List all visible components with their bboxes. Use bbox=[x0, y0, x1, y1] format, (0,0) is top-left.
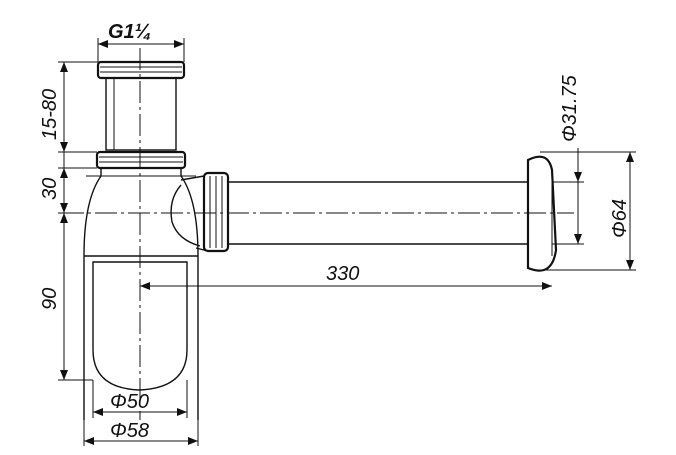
wall-flange bbox=[526, 155, 558, 272]
bottom-dimensions bbox=[83, 380, 199, 446]
bottle-body bbox=[83, 168, 199, 420]
dim-label-bottom: 90 bbox=[39, 288, 61, 310]
flange-diameter-label: Φ64 bbox=[609, 199, 631, 238]
center-lines bbox=[62, 48, 574, 420]
thread-label: G1¼ bbox=[108, 21, 151, 43]
right-dimensions bbox=[540, 148, 636, 271]
outlet-pipe bbox=[228, 181, 528, 245]
length-label: 330 bbox=[326, 263, 359, 285]
left-dimensions bbox=[58, 61, 98, 381]
outlet-nut bbox=[170, 171, 230, 253]
outer-diameter-label: Φ58 bbox=[110, 420, 149, 442]
length-dimension bbox=[140, 282, 552, 290]
thread-dimension bbox=[97, 38, 185, 62]
dim-label-mid: 30 bbox=[39, 178, 61, 200]
collar-ring bbox=[95, 150, 187, 170]
inner-diameter-label: Φ50 bbox=[110, 391, 149, 413]
pipe-diameter-label: Φ31.75 bbox=[559, 74, 581, 142]
dim-label-top: 15-80 bbox=[39, 89, 61, 140]
tailpiece bbox=[96, 60, 186, 151]
